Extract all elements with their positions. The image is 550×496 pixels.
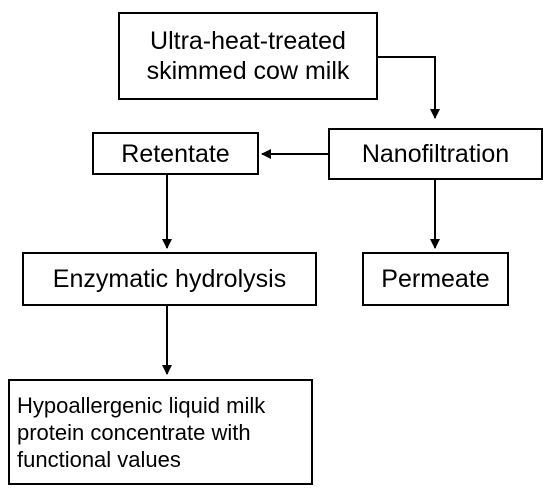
node-retentate-label: Retentate — [121, 139, 230, 168]
node-enzymatic-hydrolysis-label: Enzymatic hydrolysis — [52, 265, 287, 293]
arrow-uht-to-nanofiltration — [378, 56, 440, 119]
node-nanofiltration: Nanofiltration — [328, 128, 543, 180]
node-permeate: Permeate — [362, 252, 509, 306]
node-permeate-label: Permeate — [381, 265, 490, 293]
node-enzymatic-hydrolysis: Enzymatic hydrolysis — [22, 252, 317, 306]
node-retentate: Retentate — [92, 132, 259, 175]
node-uht-skimmed-milk-label: Ultra-heat-treated skimmed cow milk — [146, 27, 350, 85]
node-uht-skimmed-milk: Ultra-heat-treated skimmed cow milk — [118, 12, 378, 100]
node-nanofiltration-label: Nanofiltration — [361, 140, 510, 168]
node-hypoallergenic-concentrate: Hypoallergenic liquid milk protein conce… — [8, 379, 313, 485]
node-hypoallergenic-concentrate-label: Hypoallergenic liquid milk protein conce… — [17, 392, 266, 472]
